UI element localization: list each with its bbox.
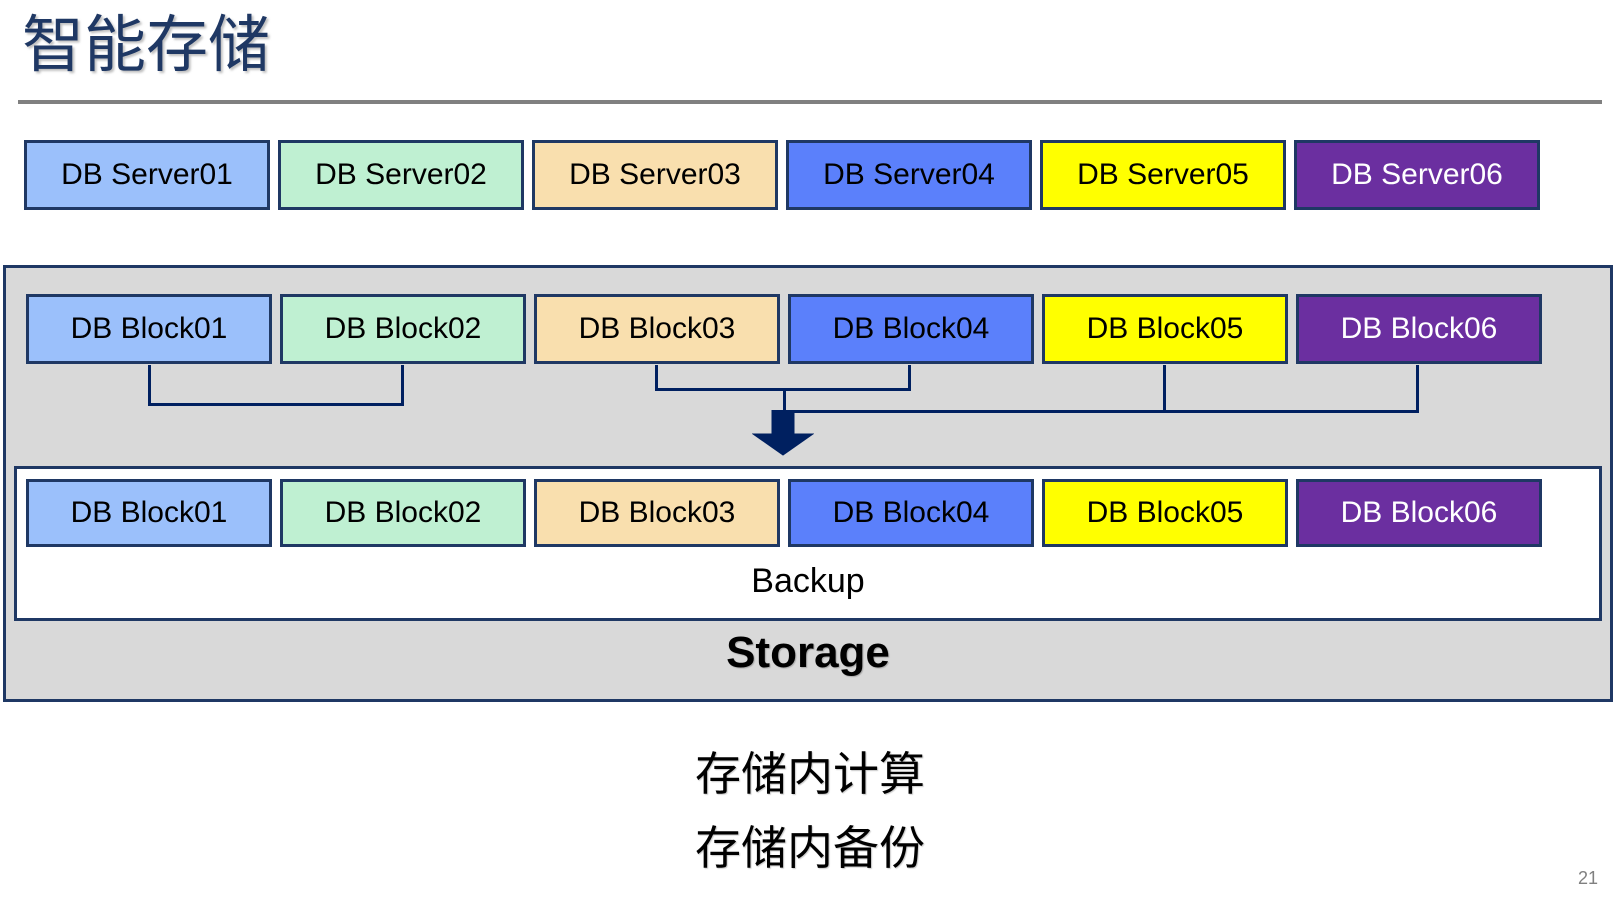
- connector-merge-to-arrow-horizontal: [783, 410, 1419, 413]
- connector-block01-block02-right-leg: [401, 365, 404, 403]
- db-server-box-label: DB Server02: [315, 158, 487, 191]
- caption-in-storage-backup: 存储内备份: [695, 822, 925, 874]
- connector-block01-block02-horizontal: [148, 403, 404, 406]
- backup-label: Backup: [751, 562, 865, 600]
- db-block-box-1[interactable]: DB Block01: [26, 294, 272, 364]
- db-block-box-label: DB Block03: [578, 312, 736, 345]
- db-server-box-label: DB Server04: [823, 158, 995, 191]
- db-block-box-4[interactable]: DB Block04: [788, 294, 1034, 364]
- backup-block-box-2[interactable]: DB Block02: [280, 479, 526, 547]
- page-title: 智能存储: [22, 11, 271, 80]
- db-block-box-2[interactable]: DB Block02: [280, 294, 526, 364]
- caption-in-storage-compute: 存储内计算: [695, 748, 925, 800]
- connector-block01-block02-left-leg: [148, 365, 151, 403]
- db-block-box-label: DB Block01: [70, 312, 228, 345]
- storage-caption: Storage: [726, 628, 890, 677]
- db-block-box-6[interactable]: DB Block06: [1296, 294, 1542, 364]
- backup-block-box-3[interactable]: DB Block03: [534, 479, 780, 547]
- down-arrow-icon: [751, 409, 815, 456]
- title-divider: [18, 100, 1602, 104]
- db-server-box-1[interactable]: DB Server01: [24, 140, 270, 210]
- db-server-box-label: DB Server01: [61, 158, 233, 191]
- db-server-box-6[interactable]: DB Server06: [1294, 140, 1540, 210]
- db-server-box-label: DB Server03: [569, 158, 741, 191]
- db-block-box-label: DB Block04: [832, 312, 990, 345]
- page-number: 21: [1577, 868, 1598, 888]
- db-block-box-5[interactable]: DB Block05: [1042, 294, 1288, 364]
- backup-block-box-4[interactable]: DB Block04: [788, 479, 1034, 547]
- db-server-box-5[interactable]: DB Server05: [1040, 140, 1286, 210]
- backup-block-box-6[interactable]: DB Block06: [1296, 479, 1542, 547]
- db-block-box-3[interactable]: DB Block03: [534, 294, 780, 364]
- db-server-box-2[interactable]: DB Server02: [278, 140, 524, 210]
- connector-block03-block04-right-leg: [908, 365, 911, 388]
- db-block-box-label: DB Block02: [324, 312, 482, 345]
- connector-block05-block06-left-leg: [1163, 365, 1166, 410]
- connector-block03-block04-left-leg: [655, 365, 658, 388]
- backup-block-box-label: DB Block06: [1340, 496, 1498, 529]
- backup-block-box-label: DB Block02: [324, 496, 482, 529]
- backup-block-box-label: DB Block01: [70, 496, 228, 529]
- db-block-box-label: DB Block05: [1086, 312, 1244, 345]
- connector-merge-to-arrow-stem: [783, 388, 786, 410]
- backup-block-box-5[interactable]: DB Block05: [1042, 479, 1288, 547]
- db-server-box-label: DB Server06: [1331, 158, 1503, 191]
- db-block-box-label: DB Block06: [1340, 312, 1498, 345]
- backup-block-box-label: DB Block03: [578, 496, 736, 529]
- backup-block-box-label: DB Block05: [1086, 496, 1244, 529]
- backup-block-box-1[interactable]: DB Block01: [26, 479, 272, 547]
- connector-block05-block06-right-leg: [1416, 365, 1419, 410]
- db-server-box-4[interactable]: DB Server04: [786, 140, 1032, 210]
- db-server-box-label: DB Server05: [1077, 158, 1249, 191]
- db-server-box-3[interactable]: DB Server03: [532, 140, 778, 210]
- backup-block-box-label: DB Block04: [832, 496, 990, 529]
